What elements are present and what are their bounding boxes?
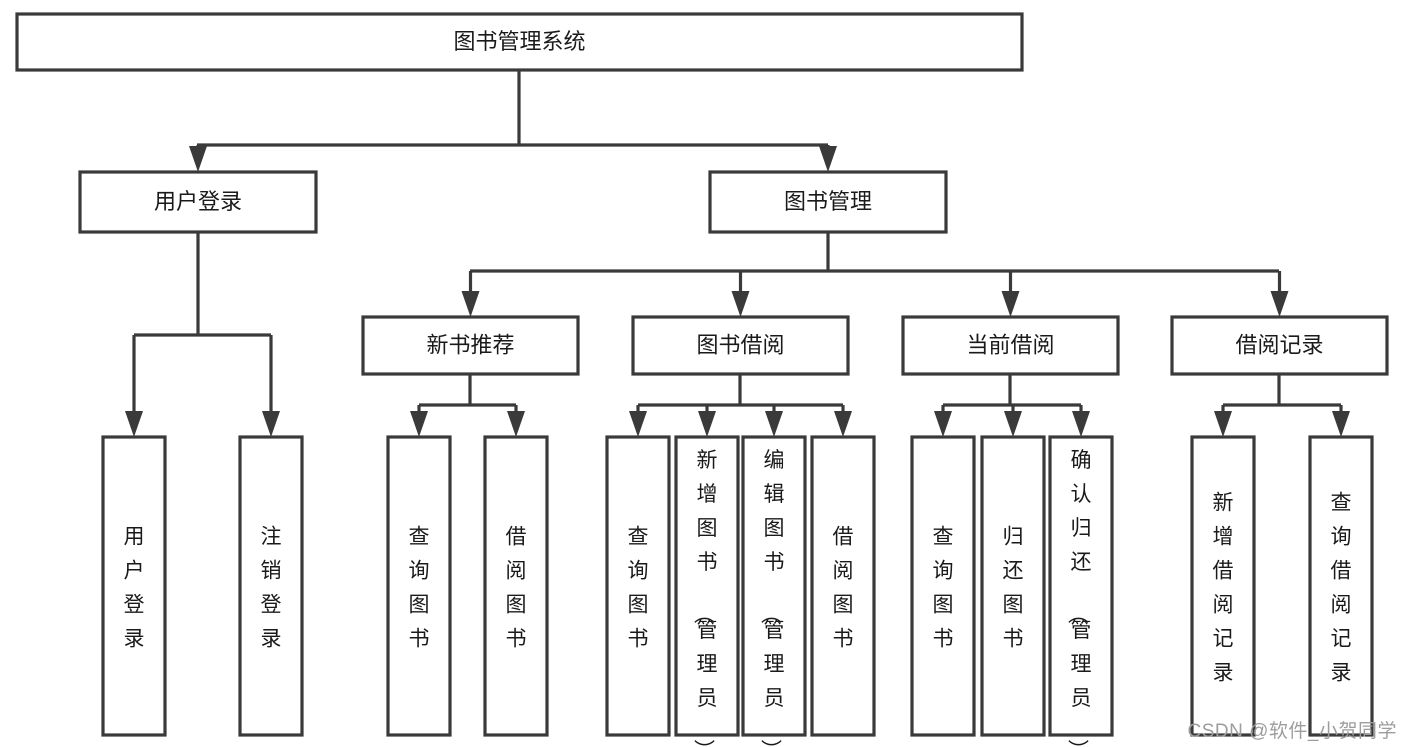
- leaf-label-leaf-query-book-1: 查询图书: [409, 526, 430, 651]
- leaf-label-leaf-add-record: 新增借阅记录: [1213, 492, 1234, 685]
- bar-borrow-records-drop-0-arrowhead: [1214, 411, 1232, 437]
- bar-book-management-drop-0-arrowhead: [461, 291, 480, 317]
- leaf-box-leaf-return-book: [980, 435, 1046, 737]
- node-box-book-borrow: [631, 315, 850, 376]
- bar-current-borrow-drop-1-arrowhead: [1004, 411, 1022, 437]
- leaf-leaf-query-book-1[interactable]: 查询图书: [386, 435, 452, 737]
- leaf-leaf-query-record[interactable]: 查询借阅记录: [1308, 435, 1374, 737]
- leaf-label-leaf-user-logout: 注销登录: [261, 526, 282, 651]
- leaf-leaf-borrow-book-2[interactable]: 借阅图书: [810, 435, 876, 737]
- bar-book-borrow-drop-1-arrowhead: [698, 411, 716, 437]
- bar-current-borrow-drop-2-arrowhead: [1072, 411, 1090, 437]
- node-boxes: 图书管理系统用户登录图书管理用户登录注销登录新书推荐图书借阅当前借阅借阅记录查询…: [15, 12, 1389, 747]
- leaf-box-leaf-query-book-1: [386, 435, 452, 737]
- bar-book-management-drop-2-arrowhead: [1001, 291, 1020, 317]
- leaf-label-leaf-query-record: 查询借阅记录: [1331, 492, 1352, 685]
- leaf-label-leaf-add-book: 新增图书（管理员）: [692, 449, 718, 747]
- node-borrow-records[interactable]: 借阅记录: [1170, 315, 1389, 376]
- connector-lines: [125, 70, 1350, 437]
- bar-current-borrow-drop-0-arrowhead: [934, 411, 952, 437]
- leaf-leaf-user-login[interactable]: 用户登录: [101, 435, 167, 737]
- leaf-leaf-user-logout[interactable]: 注销登录: [238, 435, 304, 737]
- bar-root-drop-1-arrowhead: [819, 146, 837, 172]
- node-new-book-recommend[interactable]: 新书推荐: [361, 315, 580, 376]
- leaf-label-leaf-borrow-book-1: 借阅图书: [506, 526, 527, 651]
- node-box-root: [15, 12, 1024, 72]
- bar-borrow-records-drop-1-arrowhead: [1332, 411, 1350, 437]
- leaf-label-leaf-confirm-return: 确认归还（管理员）: [1066, 449, 1092, 747]
- leaf-box-leaf-borrow-book-1: [483, 435, 549, 737]
- bar-book-borrow-drop-3-arrowhead: [834, 411, 852, 437]
- node-box-borrow-records: [1170, 315, 1389, 376]
- node-label-borrow-records: 借阅记录: [1235, 332, 1323, 357]
- leaf-label-leaf-return-book: 归还图书: [1003, 526, 1024, 651]
- leaf-leaf-borrow-book-1[interactable]: 借阅图书: [483, 435, 549, 737]
- node-box-new-book-recommend: [361, 315, 580, 376]
- leaf-label-leaf-query-book-2: 查询图书: [628, 526, 649, 651]
- leaf-leaf-edit-book[interactable]: 编辑图书（管理员）: [741, 435, 807, 747]
- node-label-book-management: 图书管理: [784, 189, 872, 214]
- node-book-borrow[interactable]: 图书借阅: [631, 315, 850, 376]
- leaf-leaf-add-book[interactable]: 新增图书（管理员）: [674, 435, 740, 747]
- node-label-new-book-recommend: 新书推荐: [426, 332, 514, 357]
- bar-new-book-drop-0-arrowhead: [410, 411, 428, 437]
- leaf-leaf-return-book[interactable]: 归还图书: [980, 435, 1046, 737]
- bar-book-borrow-drop-2-arrowhead: [765, 411, 783, 437]
- leaf-box-leaf-query-book-2: [605, 435, 671, 737]
- leaf-box-leaf-borrow-book-2: [810, 435, 876, 737]
- leaf-leaf-query-book-2[interactable]: 查询图书: [605, 435, 671, 737]
- node-user-login[interactable]: 用户登录: [78, 170, 318, 234]
- bar-root-drop-0-arrowhead: [189, 146, 207, 172]
- leaf-label-leaf-query-book-3: 查询图书: [933, 526, 954, 651]
- node-root[interactable]: 图书管理系统: [15, 12, 1024, 72]
- leaf-box-leaf-query-book-3: [910, 435, 976, 737]
- leaf-leaf-query-book-3[interactable]: 查询图书: [910, 435, 976, 737]
- node-box-book-management: [708, 170, 948, 234]
- leaf-box-leaf-add-book: [674, 435, 740, 737]
- bar-book-borrow-drop-0-arrowhead: [629, 411, 647, 437]
- leaf-box-leaf-user-logout: [238, 435, 304, 737]
- node-book-management[interactable]: 图书管理: [708, 170, 948, 234]
- node-label-user-login: 用户登录: [154, 189, 242, 214]
- bar-book-management-drop-1-arrowhead: [731, 291, 750, 317]
- bar-user-login-drop-1-arrowhead: [262, 411, 280, 437]
- leaf-box-leaf-confirm-return: [1048, 435, 1114, 737]
- leaf-box-leaf-add-record: [1190, 435, 1256, 737]
- bar-book-management-drop-3-arrowhead: [1270, 291, 1289, 317]
- leaf-leaf-add-record[interactable]: 新增借阅记录: [1190, 435, 1256, 737]
- leaf-label-leaf-borrow-book-2: 借阅图书: [833, 526, 854, 651]
- leaf-label-leaf-user-login: 用户登录: [124, 526, 145, 651]
- leaf-box-leaf-user-login: [101, 435, 167, 737]
- node-label-root: 图书管理系统: [453, 29, 585, 54]
- leaf-leaf-confirm-return[interactable]: 确认归还（管理员）: [1048, 435, 1114, 747]
- node-current-borrow[interactable]: 当前借阅: [901, 315, 1120, 376]
- bar-new-book-drop-1-arrowhead: [507, 411, 525, 437]
- node-box-user-login: [78, 170, 318, 234]
- node-label-book-borrow: 图书借阅: [696, 332, 784, 357]
- leaf-box-leaf-query-record: [1308, 435, 1374, 737]
- node-label-current-borrow: 当前借阅: [966, 332, 1054, 357]
- node-box-current-borrow: [901, 315, 1120, 376]
- leaf-label-leaf-edit-book: 编辑图书（管理员）: [759, 449, 785, 747]
- leaf-box-leaf-edit-book: [741, 435, 807, 737]
- bar-user-login-drop-0-arrowhead: [125, 411, 143, 437]
